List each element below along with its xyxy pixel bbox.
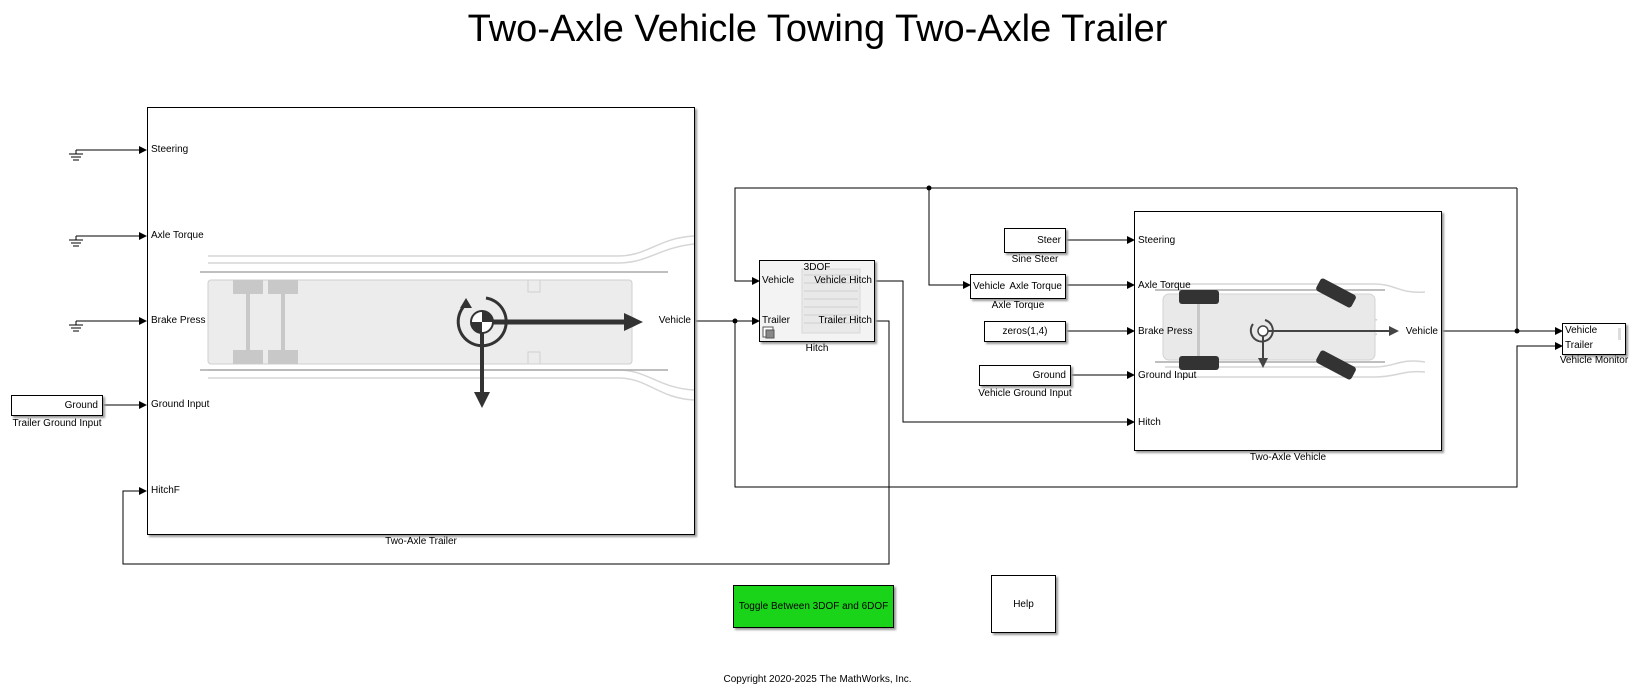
axle-torque-block[interactable]: Vehicle Axle Torque bbox=[970, 274, 1066, 299]
vehicle-port-axle-torque: Axle Torque bbox=[1138, 280, 1191, 291]
copyright-text: Copyright 2020-2025 The MathWorks, Inc. bbox=[723, 674, 912, 685]
vehicle-ground-caption: Vehicle Ground Input bbox=[978, 388, 1072, 399]
vehicle-ground-block[interactable]: Ground bbox=[979, 365, 1071, 386]
wire-vehicle-loop-top bbox=[734, 187, 1517, 285]
vehicle-port-ground-input: Ground Input bbox=[1138, 370, 1197, 381]
wire-vehicle-to-torque bbox=[928, 188, 971, 289]
vehicle-ground-label: Ground bbox=[1032, 370, 1066, 381]
hitch-port-vehicle-hitch: Vehicle Hitch bbox=[814, 275, 872, 286]
trailer-caption: Two-Axle Trailer bbox=[385, 536, 457, 547]
trailer-port-ground-input: Ground Input bbox=[151, 399, 210, 410]
monitor-port-trailer: Trailer bbox=[1565, 340, 1593, 351]
trailer-port-hitchf: HitchF bbox=[151, 485, 180, 496]
vehicle-port-steering: Steering bbox=[1138, 235, 1176, 246]
vehicle-icon bbox=[1155, 278, 1426, 380]
wire-hitch-to-vehicle bbox=[875, 280, 1135, 426]
hitch-caption: Hitch bbox=[805, 343, 829, 354]
trailer-ground-label: Ground bbox=[64, 400, 98, 411]
trailer-block[interactable]: Steering Axle Torque Brake Press Ground … bbox=[147, 107, 695, 535]
monitor-port-vehicle: Vehicle bbox=[1565, 325, 1598, 336]
trailer-ground-block[interactable]: Ground bbox=[11, 395, 103, 416]
sine-steer-block[interactable]: Steer bbox=[1004, 228, 1066, 253]
ground-icon bbox=[69, 150, 83, 161]
hitch-port-vehicle: Vehicle bbox=[762, 275, 795, 286]
branch-point bbox=[732, 318, 738, 324]
vehicle-caption: Two-Axle Vehicle bbox=[1249, 452, 1327, 463]
wire-trailer-to-monitor bbox=[734, 321, 1563, 488]
help-button[interactable]: Help bbox=[991, 575, 1056, 633]
hitch-block[interactable]: 3DOF Vehicle Trailer Vehicle Hitch Trail… bbox=[759, 260, 875, 342]
sine-steer-caption: Sine Steer bbox=[1011, 254, 1059, 265]
ground-icon bbox=[69, 236, 83, 247]
trailer-port-axle-torque: Axle Torque bbox=[151, 230, 204, 241]
axle-torque-in-label: Vehicle bbox=[973, 281, 1006, 292]
zeros-constant-block[interactable]: zeros(1,4) bbox=[984, 321, 1066, 342]
hitch-port-trailer: Trailer bbox=[762, 315, 790, 326]
vehicle-monitor-caption: Vehicle Monitor bbox=[1559, 355, 1629, 366]
diagram-title: Two-Axle Vehicle Towing Two-Axle Trailer bbox=[467, 8, 1168, 50]
help-button-label: Help bbox=[1013, 598, 1034, 610]
vehicle-monitor-block[interactable]: Vehicle Trailer bbox=[1562, 323, 1626, 355]
vehicle-port-vehicle: Vehicle bbox=[1405, 326, 1438, 337]
wire-trailer-hitch-feedback bbox=[122, 320, 890, 565]
branch-point bbox=[926, 185, 932, 191]
branch-point bbox=[1514, 328, 1520, 334]
sine-steer-label: Steer bbox=[1037, 235, 1061, 246]
trailer-icon bbox=[200, 235, 694, 408]
trailer-port-vehicle: Vehicle bbox=[658, 315, 691, 326]
axle-torque-out-label: Axle Torque bbox=[1009, 281, 1062, 292]
toggle-3dof-6dof-button[interactable]: Toggle Between 3DOF and 6DOF bbox=[733, 585, 894, 628]
hitch-mode-label: 3DOF bbox=[803, 262, 831, 273]
trailer-ground-caption: Trailer Ground Input bbox=[12, 418, 102, 429]
toggle-button-label: Toggle Between 3DOF and 6DOF bbox=[738, 601, 889, 612]
zeros-label: zeros(1,4) bbox=[1002, 326, 1048, 337]
vehicle-port-hitch: Hitch bbox=[1138, 417, 1161, 428]
ground-icon bbox=[69, 321, 83, 332]
trailer-port-brake-press: Brake Press bbox=[151, 315, 206, 326]
hitch-port-trailer-hitch: Trailer Hitch bbox=[818, 315, 872, 326]
axle-torque-caption: Axle Torque bbox=[991, 300, 1045, 311]
vehicle-port-brake-press: Brake Press bbox=[1138, 326, 1193, 337]
trailer-port-steering: Steering bbox=[151, 144, 189, 155]
vehicle-block[interactable]: Steering Axle Torque Brake Press Ground … bbox=[1134, 211, 1442, 451]
hitch-icon bbox=[762, 268, 861, 339]
